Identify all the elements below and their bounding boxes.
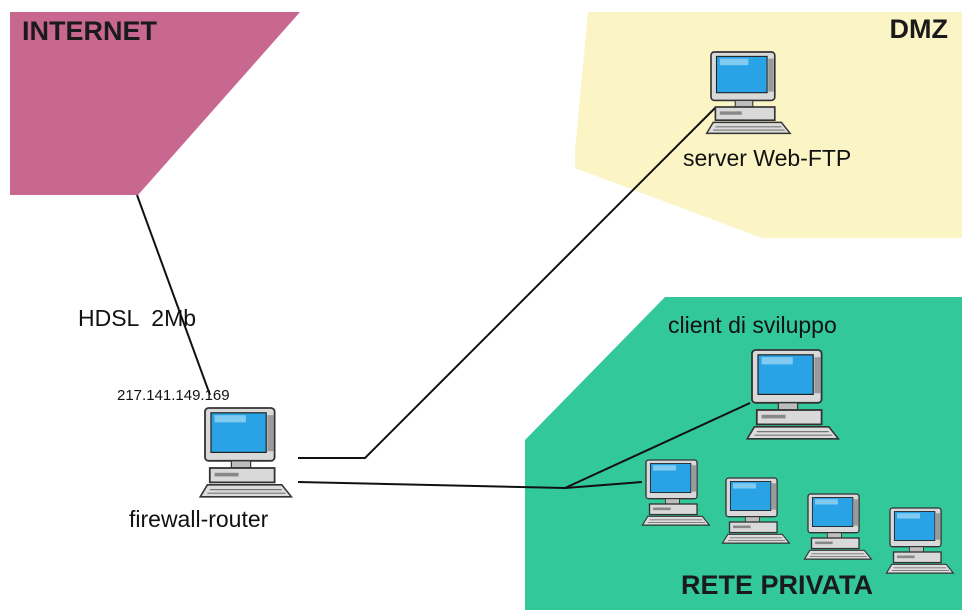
dmz-zone-title: DMZ [889, 14, 948, 44]
dev-client-label: client di sviluppo [668, 312, 837, 338]
internet-zone [10, 12, 300, 195]
dev-client-link-line [564, 402, 751, 489]
firewall-ip-label: 217.141.149.169 [117, 387, 230, 404]
hdsl-link-label: HDSL 2Mb [78, 305, 197, 331]
workstation-link-line [564, 481, 643, 489]
firewall-router-label: firewall-router [129, 506, 269, 532]
dmz-server-label: server Web-FTP [683, 145, 852, 171]
firewall-computer-icon [199, 407, 293, 498]
dmz-link-line [298, 107, 716, 459]
private-zone-title: RETE PRIVATA [681, 570, 874, 600]
private-link-line [297, 481, 566, 489]
hdsl-link-line [136, 194, 211, 396]
internet-zone-title: INTERNET [22, 16, 157, 46]
